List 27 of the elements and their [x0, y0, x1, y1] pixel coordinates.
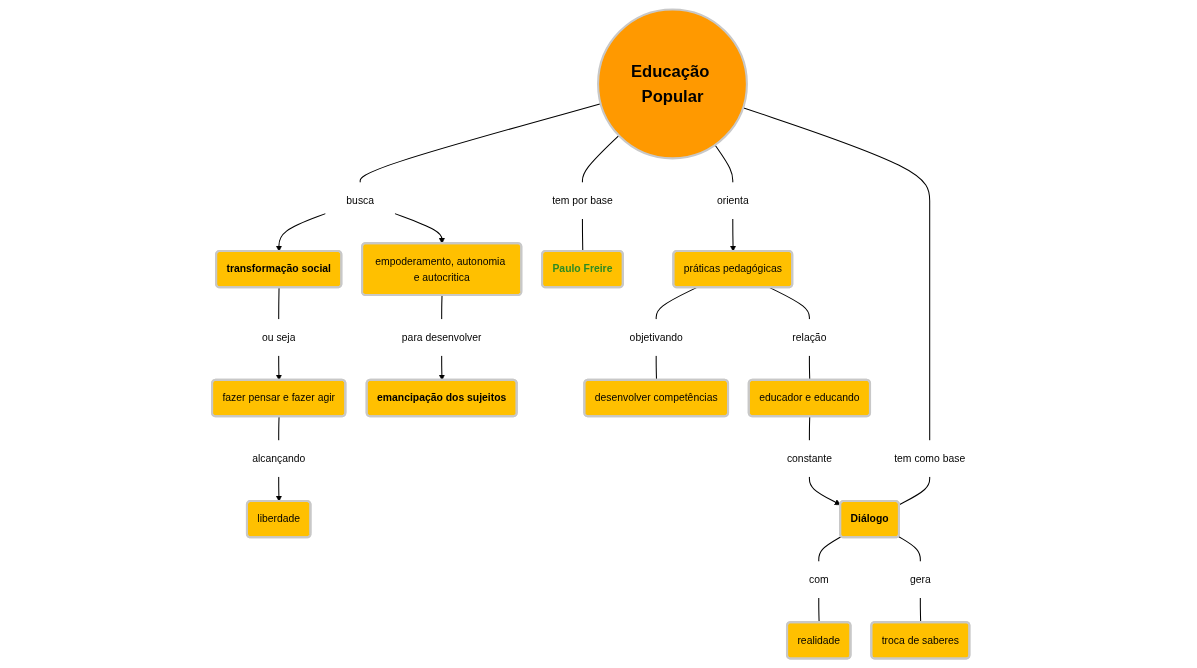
node-text: com [808, 573, 829, 586]
connector [581, 135, 619, 184]
connector [742, 107, 930, 441]
arrow [808, 476, 841, 505]
connector [359, 103, 601, 184]
node-text: para desenvolver [401, 331, 482, 343]
connector [919, 597, 921, 623]
connector [714, 144, 733, 184]
connector [277, 287, 280, 320]
connector [897, 536, 921, 563]
connector [808, 416, 810, 441]
node-text: constante [786, 452, 832, 464]
node-circle: Educação Popular [596, 8, 748, 160]
node-text: gera [909, 573, 931, 586]
connector [898, 476, 930, 506]
connector [817, 536, 842, 563]
connector [277, 416, 280, 441]
node-text: ou seja [261, 331, 295, 343]
arrow [393, 213, 445, 244]
node-text: busca [345, 194, 374, 207]
node-text: tem como base [893, 452, 965, 464]
connector [817, 597, 820, 623]
node-text: objetivando [629, 331, 683, 343]
node-text: alcançando [251, 452, 305, 464]
node-text: tem por base [551, 194, 613, 207]
node-text: relação [791, 331, 826, 343]
node-text: orienta [716, 194, 749, 207]
